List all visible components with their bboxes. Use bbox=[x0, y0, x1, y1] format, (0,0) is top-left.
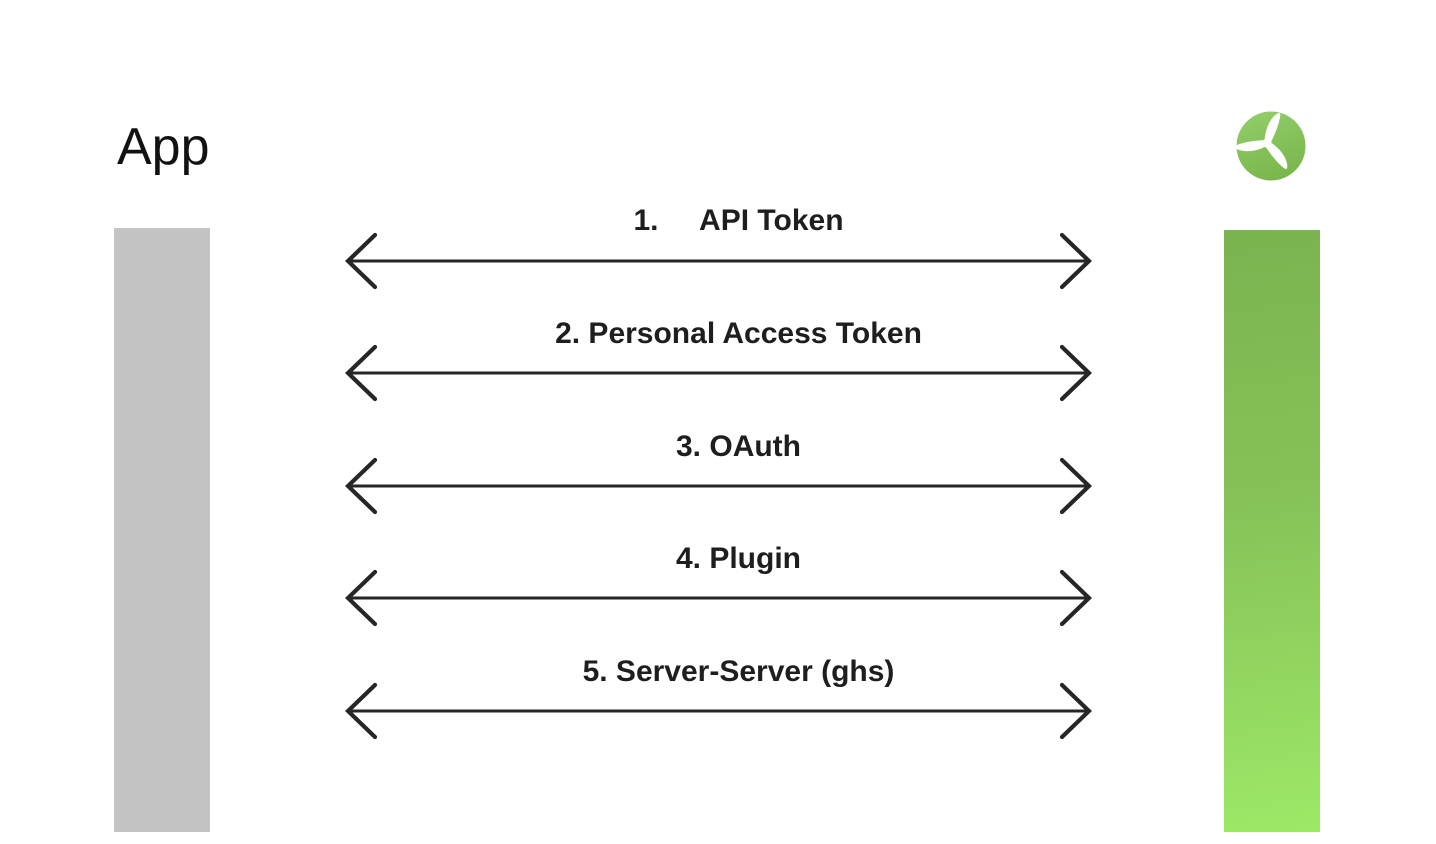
service-lifeline-bar bbox=[1224, 230, 1320, 832]
wind-turbine-logo-svg bbox=[1234, 111, 1306, 181]
connection-label-2: 2. Personal Access Token bbox=[555, 317, 922, 350]
connection-label-3: 3. OAuth bbox=[676, 430, 801, 463]
double-arrow-4 bbox=[344, 563, 1093, 633]
connection-label-5: 5. Server-Server (ghs) bbox=[582, 655, 895, 688]
double-arrow-3 bbox=[344, 451, 1093, 521]
double-arrow-2 bbox=[344, 338, 1093, 408]
double-arrow-5 bbox=[344, 676, 1093, 746]
app-title: App bbox=[117, 118, 210, 176]
connection-label-4: 4. Plugin bbox=[675, 542, 801, 575]
connection-label-1: 1. API Token bbox=[633, 204, 844, 237]
wind-turbine-icon bbox=[1234, 111, 1306, 181]
double-arrow-1 bbox=[344, 226, 1093, 296]
app-lifeline-bar bbox=[114, 228, 210, 832]
